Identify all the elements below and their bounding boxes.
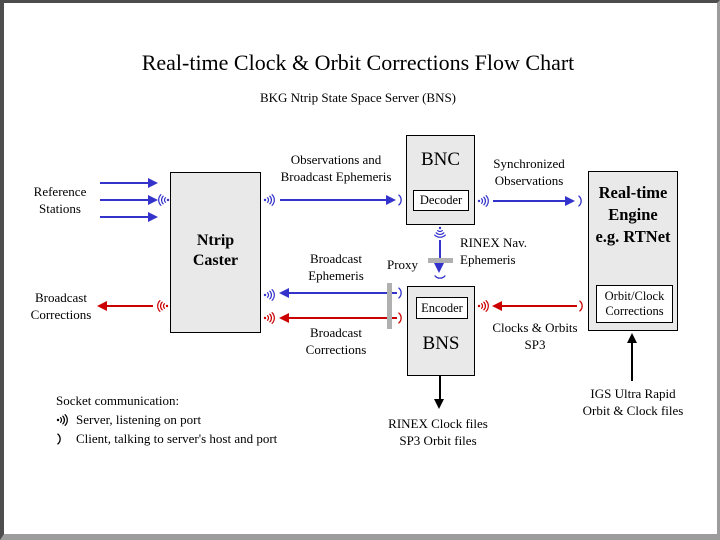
server-socket-icon (263, 311, 277, 325)
observations-ephemeris-label: Observations and Broadcast Ephemeris (280, 152, 392, 184)
ntrip-caster-label: Ntrip Caster (192, 232, 239, 269)
broadcast-corrections-left-label: Broadcast Corrections (30, 290, 92, 322)
client-socket-icon (394, 286, 408, 300)
client-socket-icon (394, 311, 408, 325)
arrow-ref-1-head (148, 178, 158, 188)
arrow-observations-head (386, 195, 396, 205)
arrow-synchronized-head (565, 196, 575, 206)
client-socket-icon (53, 432, 67, 446)
legend-client-label: Client, talking to server's host and por… (76, 431, 278, 446)
server-socket-icon (56, 413, 70, 427)
client-socket-icon (574, 194, 588, 208)
arrow-clock-files-head (434, 399, 444, 409)
legend-title: Socket communication: (56, 393, 180, 408)
page-subtitle: BKG Ntrip State Space Server (BNS) (259, 90, 457, 105)
arrow-corrections-out-line (107, 305, 153, 307)
node-rt-engine: Real-time Engine e.g. RTNet Orbit/Clock … (588, 171, 678, 331)
arrow-ref-2-head (148, 195, 158, 205)
arrow-ephemeris-head (279, 288, 289, 298)
arrow-observations-line (280, 199, 386, 201)
arrow-rinex-nav-head (434, 263, 444, 273)
server-socket-icon (263, 193, 277, 207)
encoder-box: Encoder (416, 297, 468, 319)
reference-stations-label: Reference Stations (33, 184, 87, 216)
server-socket-icon (156, 193, 170, 207)
arrow-corrections-mid-line (289, 317, 397, 319)
arrow-clock-files-line (439, 376, 441, 400)
node-bns: Encoder BNS (407, 286, 475, 376)
arrow-igs-line (631, 343, 633, 381)
proxy-bar-horizontal (428, 258, 453, 263)
node-bnc: BNC Decoder (406, 135, 475, 225)
arrow-corrections-out-head (97, 301, 107, 311)
arrow-synchronized-line (493, 200, 565, 202)
bnc-label: BNC (420, 149, 461, 170)
arrow-igs-head (627, 333, 637, 343)
page-title: Real-time Clock & Orbit Corrections Flow… (141, 50, 575, 75)
server-socket-icon (155, 299, 169, 313)
arrow-clocks-orbits-line (502, 305, 577, 307)
proxy-label: Proxy (387, 257, 419, 272)
legend-server-label: Server, listening on port (76, 412, 202, 427)
broadcast-corrections-mid-label: Broadcast Corrections (305, 325, 367, 357)
clocks-orbits-sp3-label: Clocks & Orbits SP3 (492, 320, 578, 352)
arrow-ref-1-line (100, 182, 148, 184)
rinex-nav-ephemeris-label: RINEX Nav. Ephemeris (460, 235, 528, 267)
server-socket-icon (477, 194, 491, 208)
broadcast-ephemeris-label: Broadcast Ephemeris (308, 251, 364, 283)
client-socket-icon (575, 299, 589, 313)
server-socket-icon (433, 226, 447, 240)
arrow-corrections-mid-head (279, 313, 289, 323)
igs-ultra-rapid-label: IGS Ultra Rapid Orbit & Clock files (582, 386, 684, 418)
arrow-ephemeris-line (289, 292, 397, 294)
bns-label: BNS (422, 333, 460, 354)
proxy-bar-vertical (387, 283, 392, 329)
server-socket-icon (477, 299, 491, 313)
server-socket-icon (263, 288, 277, 302)
arrow-ref-3-line (100, 216, 148, 218)
client-socket-icon (433, 271, 447, 285)
arrow-ref-3-head (148, 212, 158, 222)
arrow-ref-2-line (100, 199, 148, 201)
rinex-clock-files-label: RINEX Clock files SP3 Orbit files (388, 416, 488, 448)
rt-engine-label: Real-time Engine e.g. RTNet (595, 183, 671, 246)
node-ntrip-caster: Ntrip Caster (170, 172, 261, 333)
arrow-rinex-nav-line (439, 240, 441, 264)
decoder-box: Decoder (413, 190, 469, 211)
arrow-clocks-orbits-head (492, 301, 502, 311)
client-socket-icon (394, 193, 408, 207)
orbit-clock-corrections-box: Orbit/Clock Corrections (596, 285, 673, 323)
synchronized-observations-label: Synchronized Observations (493, 156, 565, 188)
